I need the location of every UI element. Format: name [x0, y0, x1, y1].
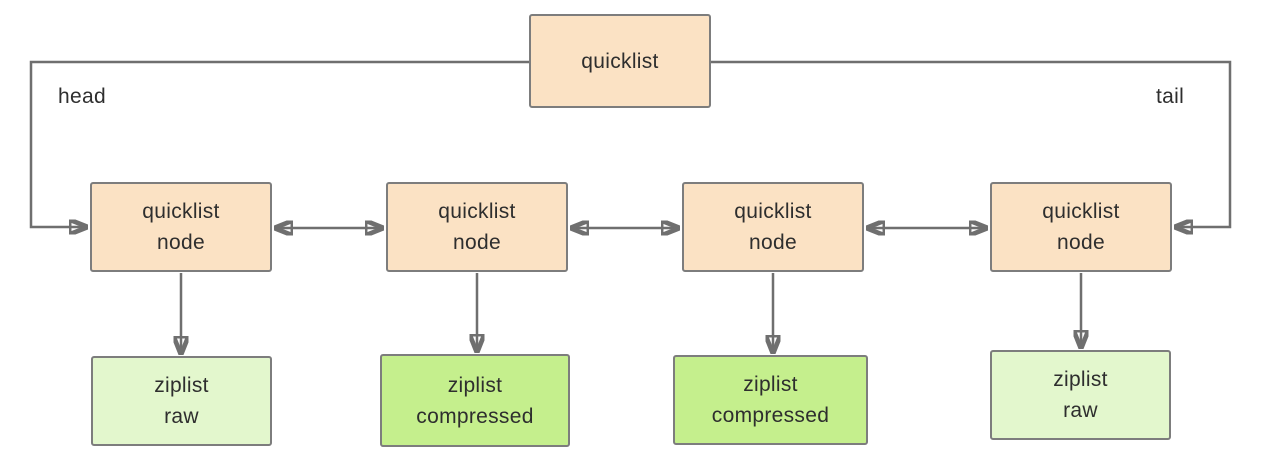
ziplist-label-line1: ziplist [447, 373, 503, 397]
ziplist-label-line2: compressed [416, 404, 534, 428]
tail-pointer-line [711, 60, 1232, 227]
ziplist-compressed-3: ziplist compressed [673, 355, 868, 445]
ziplist-label-line1: ziplist [1053, 368, 1108, 391]
ziplist-label-line2: compressed [711, 404, 830, 427]
ziplist-label-line2: raw [164, 405, 199, 428]
quicklist-node-4: quicklist node [990, 182, 1172, 272]
node-label-line1: quicklist [142, 200, 220, 223]
ziplist-label-line1: ziplist [154, 374, 209, 397]
node-label-line2: node [453, 231, 501, 254]
ziplist-label-line1: ziplist [743, 373, 798, 396]
head-edge-label: head [58, 85, 106, 108]
ziplist-compressed-2: ziplist compressed [380, 354, 570, 447]
node-label-line1: quicklist [734, 200, 812, 223]
node-label-line1: quicklist [438, 200, 516, 223]
ziplist-raw-1: ziplist raw [91, 356, 272, 446]
ziplist-label-line2: raw [1063, 399, 1098, 422]
quicklist-box: quicklist [529, 14, 711, 108]
quicklist-box-label: quicklist [581, 49, 659, 73]
head-pointer-line [29, 60, 529, 227]
quicklist-node-2: quicklist node [386, 182, 568, 272]
quicklist-node-1: quicklist node [90, 182, 272, 272]
tail-edge-label: tail [1156, 85, 1185, 108]
node-label-line2: node [749, 231, 797, 254]
ziplist-raw-4: ziplist raw [990, 350, 1171, 440]
node-label-line2: node [1057, 231, 1105, 254]
quicklist-node-3: quicklist node [682, 182, 864, 272]
node-label-line2: node [157, 231, 205, 254]
node-label-line1: quicklist [1042, 200, 1120, 223]
